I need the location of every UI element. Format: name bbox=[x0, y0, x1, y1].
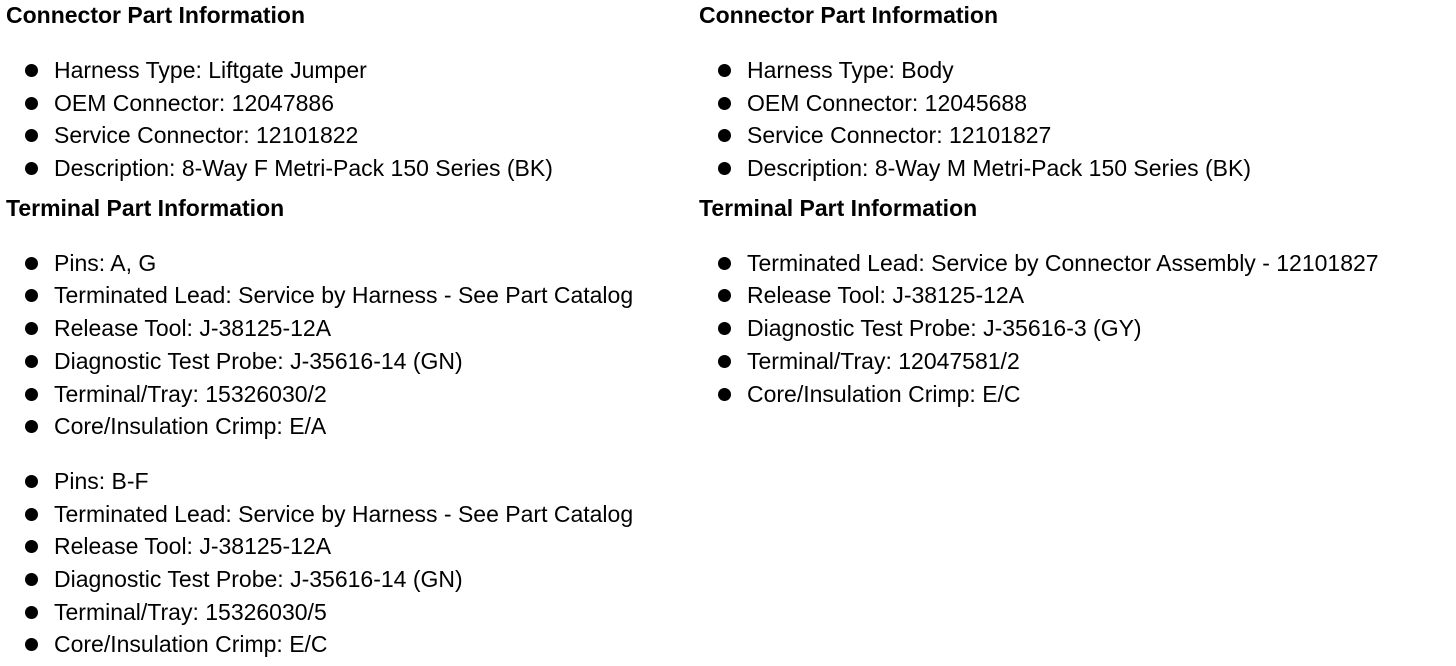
left-terminal-heading: Terminal Part Information bbox=[6, 194, 285, 221]
bullet-icon bbox=[25, 322, 38, 336]
list-item: Service Connector: 12101822 bbox=[6, 119, 692, 152]
bullet-icon bbox=[718, 387, 731, 401]
bullet-icon bbox=[25, 387, 38, 401]
bullet-icon bbox=[25, 420, 38, 434]
list-item: Diagnostic Test Probe: J-35616-14 (GN) bbox=[6, 563, 692, 596]
bullet-icon bbox=[25, 474, 38, 488]
list-item: Terminal/Tray: 15326030/5 bbox=[6, 596, 692, 629]
list-item: Terminal/Tray: 12047581/2 bbox=[699, 345, 1449, 378]
list-item: Diagnostic Test Probe: J-35616-3 (GY) bbox=[699, 312, 1449, 345]
list-item: Harness Type: Body bbox=[699, 54, 1449, 87]
right-column: Connector Part Information Harness Type:… bbox=[699, 0, 1449, 410]
left-connector-list: Harness Type: Liftgate Jumper OEM Connec… bbox=[6, 54, 692, 185]
list-item: Terminated Lead: Service by Harness - Se… bbox=[6, 279, 692, 312]
list-item: Core/Insulation Crimp: E/C bbox=[699, 378, 1449, 411]
list-item: Description: 8-Way M Metri-Pack 150 Seri… bbox=[699, 152, 1449, 185]
list-item: Terminal/Tray: 15326030/2 bbox=[6, 378, 692, 411]
left-terminal-list-1: Pins: A, G Terminated Lead: Service by H… bbox=[6, 247, 692, 443]
left-terminal-list-2: Pins: B-F Terminated Lead: Service by Ha… bbox=[6, 465, 692, 661]
bullet-icon bbox=[25, 289, 38, 303]
bullet-icon bbox=[25, 64, 38, 77]
list-item: Pins: B-F bbox=[6, 465, 692, 498]
list-item: Diagnostic Test Probe: J-35616-14 (GN) bbox=[6, 345, 692, 378]
list-item: OEM Connector: 12047886 bbox=[6, 87, 692, 120]
bullet-icon bbox=[718, 64, 731, 77]
bullet-icon bbox=[718, 256, 731, 270]
list-item: Terminated Lead: Service by Harness - Se… bbox=[6, 498, 692, 531]
bullet-icon bbox=[718, 162, 731, 176]
bullet-icon bbox=[25, 354, 38, 368]
list-item: Core/Insulation Crimp: E/C bbox=[6, 628, 692, 661]
list-item: Core/Insulation Crimp: E/A bbox=[6, 410, 692, 443]
list-item: Harness Type: Liftgate Jumper bbox=[6, 54, 692, 87]
bullet-icon bbox=[718, 129, 731, 143]
bullet-icon bbox=[25, 96, 38, 110]
list-item: Release Tool: J-38125-12A bbox=[6, 312, 692, 345]
bullet-icon bbox=[25, 162, 38, 176]
list-item: Release Tool: J-38125-12A bbox=[699, 279, 1449, 312]
bullet-icon bbox=[718, 322, 731, 336]
list-item: Service Connector: 12101827 bbox=[699, 119, 1449, 152]
bullet-icon bbox=[25, 638, 38, 652]
bullet-icon bbox=[25, 256, 38, 270]
bullet-icon bbox=[25, 540, 38, 554]
bullet-icon bbox=[25, 129, 38, 143]
right-connector-heading: Connector Part Information bbox=[699, 2, 999, 28]
list-item: OEM Connector: 12045688 bbox=[699, 87, 1449, 120]
left-column: Connector Part Information Harness Type:… bbox=[6, 0, 692, 661]
bullet-icon bbox=[718, 96, 731, 110]
right-terminal-list-1: Terminated Lead: Service by Connector As… bbox=[699, 247, 1449, 410]
list-item: Release Tool: J-38125-12A bbox=[6, 530, 692, 563]
bullet-icon bbox=[718, 354, 731, 368]
list-item: Terminated Lead: Service by Connector As… bbox=[699, 247, 1449, 280]
list-item: Description: 8-Way F Metri-Pack 150 Seri… bbox=[6, 152, 692, 185]
left-connector-heading: Connector Part Information bbox=[6, 2, 306, 28]
list-item: Pins: A, G bbox=[6, 247, 692, 280]
right-terminal-heading: Terminal Part Information bbox=[699, 194, 978, 221]
bullet-icon bbox=[25, 572, 38, 586]
bullet-icon bbox=[25, 507, 38, 521]
bullet-icon bbox=[25, 605, 38, 619]
bullet-icon bbox=[718, 289, 731, 303]
right-connector-list: Harness Type: Body OEM Connector: 120456… bbox=[699, 54, 1449, 185]
